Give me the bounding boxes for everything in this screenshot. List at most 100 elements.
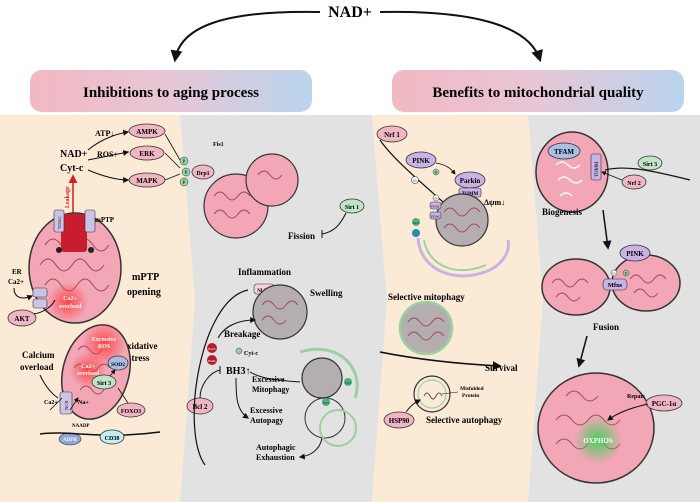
er-arrow <box>13 287 34 301</box>
lc3-dot-2 <box>322 398 330 406</box>
nrf2-arrow <box>601 171 623 181</box>
mptp-opening-l1: mPTP <box>132 272 159 283</box>
cristae-target <box>443 207 481 233</box>
bak-dot <box>207 355 217 365</box>
nad-arrow-right <box>379 10 543 63</box>
selective-autophagy-vesicle <box>413 375 451 413</box>
phagophore-p3 <box>416 237 510 278</box>
hsp90-label: HSP90 <box>389 417 410 425</box>
mapk-label: MAPK <box>136 177 158 185</box>
cytc-label-2: Cyt-c <box>244 351 258 357</box>
ca-overload-l1: Ca2+ <box>63 296 77 302</box>
mptp-label: mPTP <box>95 216 115 224</box>
calcium-l2: overload <box>20 362 54 372</box>
banner-left-text: Inhibitions to aging process <box>83 85 259 101</box>
nad-arrow-left <box>170 10 321 63</box>
pgc-label: PGC-1α <box>652 400 677 408</box>
bak-label: BAK <box>208 359 216 363</box>
cristae-fission <box>213 170 283 219</box>
mfns-node <box>602 278 628 291</box>
cristae-fusion <box>551 274 667 302</box>
ca2-label: Ca2+ <box>44 400 58 406</box>
autophagosome-2 <box>319 409 357 447</box>
pink-node <box>405 151 437 169</box>
sirt1-inhibit <box>321 212 347 238</box>
selective-autophagy-inner <box>417 379 447 409</box>
misfolded-l2: Protein <box>462 393 479 399</box>
ros-label: ROS↑ <box>97 150 117 159</box>
ca-overload2-l1: Ca2+ <box>81 364 95 370</box>
breakage-arrow <box>217 317 257 339</box>
exc-autopagy-l1: Excessive <box>250 406 283 415</box>
panel-3-bg <box>372 115 543 502</box>
ca-overload-glow <box>48 282 88 322</box>
adpr-label: ADPR <box>63 438 77 443</box>
sod2-label: SOD2 <box>111 362 125 368</box>
p-dot-3 <box>179 177 189 187</box>
cristae-swelling <box>261 300 299 325</box>
nrf2-node <box>621 174 647 190</box>
panel-4: TOMM Sirt 3 Nrf 2 TFAM Biogenesis PINK M… <box>535 131 691 484</box>
selective-autophagy-label: Selective autophagy <box>426 415 503 425</box>
vdac-p3-1 <box>429 201 442 210</box>
ub-label-p4: Ub <box>612 272 616 276</box>
lc3-dot-1 <box>344 378 352 386</box>
hsp90-arrow <box>405 399 422 413</box>
tomm-p4-label: TOMM <box>595 161 600 177</box>
bh3-label: BH3↑ <box>226 366 250 377</box>
p-label-3: P <box>183 181 186 186</box>
bcl2-loop <box>193 289 249 466</box>
exc-mitophagy-l2: Mitophagy <box>252 385 289 394</box>
p-dot-p4 <box>622 269 630 277</box>
p-label-1: P <box>183 160 186 165</box>
banner-right <box>392 70 684 112</box>
ampk-node <box>128 123 166 139</box>
channel-dot-left <box>56 247 62 253</box>
arrow-fusion-repair <box>576 335 588 368</box>
mfns-label: Mfns <box>608 282 623 289</box>
mitophagy-target-mito <box>435 193 489 247</box>
vdac-p3-label-1: VDAC <box>431 205 442 209</box>
sirt3-p4-label: Sirt 3 <box>643 162 657 168</box>
atp-label: ATP↓ <box>95 129 114 138</box>
nad-title: NAD+ <box>328 4 372 21</box>
channel-dot-right <box>88 247 94 253</box>
exhaustion-arrow <box>298 437 323 460</box>
sirt3-p4-node <box>637 155 663 171</box>
ub-dot-1 <box>411 176 419 184</box>
tfam-node <box>547 142 581 160</box>
inflammation-label: Inflammation <box>238 267 291 277</box>
ncx-arrows <box>49 398 78 411</box>
cytc-label: Cyt-c <box>60 163 84 174</box>
calcium-arrow <box>39 374 59 399</box>
fission-mito-2 <box>245 153 299 207</box>
bax-label: BAX <box>208 347 216 351</box>
er-l2: Ca2+ <box>8 278 24 286</box>
erk-label: ERK <box>139 150 155 158</box>
sirt3-node <box>91 374 117 390</box>
arrow-biogenesis-fusion <box>602 209 612 250</box>
nrf2-label: Nrf 2 <box>627 181 641 187</box>
foxo-node <box>116 402 146 418</box>
pink-p4-label: PINK <box>626 250 644 258</box>
pgc-node <box>645 394 683 412</box>
ub-label-1: Ub <box>413 179 417 183</box>
vdac-p3-2 <box>429 211 442 220</box>
ub-dot-p4 <box>610 269 618 277</box>
swelling-mito <box>252 284 308 340</box>
erk-node <box>129 145 165 161</box>
excessive-ros-l1: Excessive <box>92 337 117 343</box>
akt-inhibit <box>33 299 56 315</box>
p-label-2: P <box>185 171 188 176</box>
lc3-dot-p3-1 <box>412 218 420 226</box>
mptp-channel <box>61 214 87 252</box>
sirt1-node <box>339 198 365 214</box>
swelling-label: Swelling <box>310 288 343 298</box>
banner-right-text: Benefits to mitochondrial quality <box>432 85 644 101</box>
lc3-label-a: LC3 <box>345 381 351 385</box>
bcl2-inhibit <box>199 366 221 399</box>
akt-node <box>7 309 37 327</box>
arrow-to-ampk <box>87 129 130 151</box>
nrf1-label: Nrf 1 <box>384 131 400 139</box>
cristae-autolysosome <box>407 317 445 341</box>
